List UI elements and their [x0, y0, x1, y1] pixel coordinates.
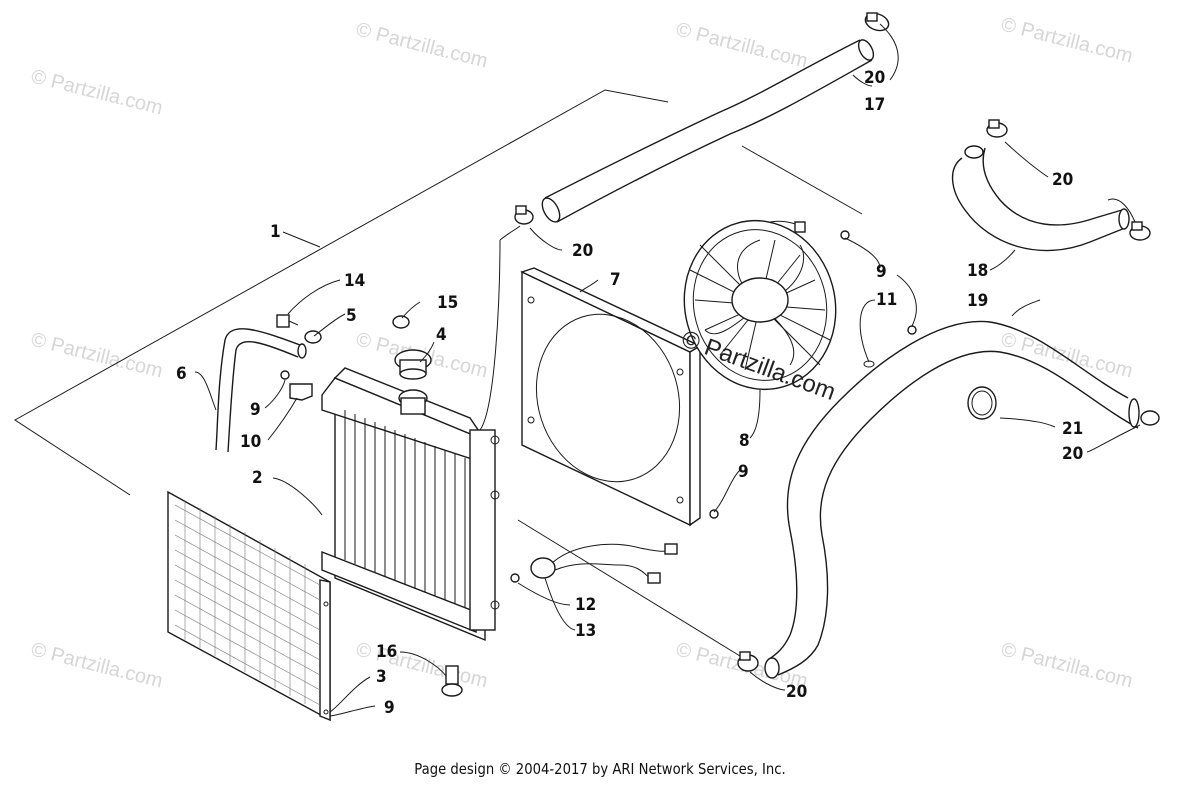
callout-4: 4: [436, 325, 447, 345]
callout-12: 12: [575, 595, 596, 615]
callout-19: 19: [967, 291, 988, 311]
callout-14: 14: [344, 271, 365, 291]
callout-9-shroud: 9: [738, 462, 749, 482]
screw-9-left: [280, 370, 290, 380]
callout-18: 18: [967, 261, 988, 281]
svg-text:© Partzilla.com: © Partzilla.com: [354, 19, 490, 73]
screw-9-shroud: [709, 509, 719, 519]
callout-10: 10: [240, 432, 261, 452]
callout-21: 21: [1062, 419, 1083, 439]
callout-16: 16: [376, 642, 397, 662]
hose-clamp-upper-left: [514, 205, 534, 225]
bolt-14: [276, 314, 299, 328]
callout-20-top: 20: [864, 68, 885, 88]
callout-3: 3: [376, 667, 387, 687]
callout-17: 17: [864, 95, 885, 115]
callout-5: 5: [346, 306, 357, 326]
callout-20-hose-19: 20: [1062, 444, 1083, 464]
fan-shroud: [520, 267, 702, 527]
overflow-tube: [215, 328, 307, 453]
upper-hose: [541, 39, 875, 223]
callout-20-upper-left: 20: [572, 241, 593, 261]
hose-clamp-bottom: [737, 651, 759, 672]
radiator: [321, 367, 500, 642]
callout-1: 1: [270, 222, 281, 242]
hose-19: [764, 320, 1140, 679]
exploded-view-svg: © Partzilla.com © Partzilla.com © Partzi…: [14, 12, 1160, 722]
cooling-fan: [683, 219, 837, 391]
screw-9-fan-top: [840, 230, 850, 240]
callout-9-fan: 9: [876, 262, 887, 282]
drain-plug-16: [441, 665, 463, 697]
callout-labels: 1 2 3 4 5 6 7 8 9 9 9 9 10 11 12 13 14 1…: [176, 68, 1083, 718]
spring-clamp-21: [967, 386, 997, 420]
callout-13: 13: [575, 621, 596, 641]
hose-clamp-hose-18-bottom: [1129, 221, 1151, 241]
screw-9-fan-right: [907, 325, 917, 335]
callout-20-bottom: 20: [786, 682, 807, 702]
svg-text:© Partzilla.com: © Partzilla.com: [674, 19, 810, 73]
callout-2: 2: [252, 468, 263, 488]
radiator-screen: [167, 490, 331, 722]
callout-7: 7: [610, 270, 621, 290]
svg-text:© Partzilla.com: © Partzilla.com: [999, 639, 1135, 693]
callout-6: 6: [176, 364, 187, 384]
page-footer: Page design © 2004-2017 by ARI Network S…: [414, 760, 786, 778]
fan-switch: [510, 543, 678, 584]
bracket-10: [289, 383, 313, 401]
callout-9-left: 9: [250, 400, 261, 420]
nut-15: [392, 315, 410, 329]
svg-text:© Partzilla.com: © Partzilla.com: [29, 639, 165, 693]
callout-20-hose-18: 20: [1052, 170, 1073, 190]
callout-9-screen: 9: [384, 698, 395, 718]
assembly-bracket: [14, 89, 863, 657]
leader-lines: [194, 23, 1141, 717]
hose-clamp-hose-18-top: [986, 119, 1008, 138]
svg-text:© Partzilla.com: © Partzilla.com: [999, 329, 1135, 383]
callout-15: 15: [437, 293, 458, 313]
svg-text:© Partzilla.com: © Partzilla.com: [999, 14, 1135, 68]
hose-18: [951, 145, 1130, 252]
svg-text:© Partzilla.com: © Partzilla.com: [354, 639, 490, 693]
callout-11: 11: [876, 290, 897, 310]
radiator-cap: [394, 349, 432, 380]
hose-clamp-hose-19-end: [1140, 410, 1160, 426]
callout-8: 8: [739, 431, 750, 451]
svg-text:© Partzilla.com: © Partzilla.com: [29, 66, 165, 120]
